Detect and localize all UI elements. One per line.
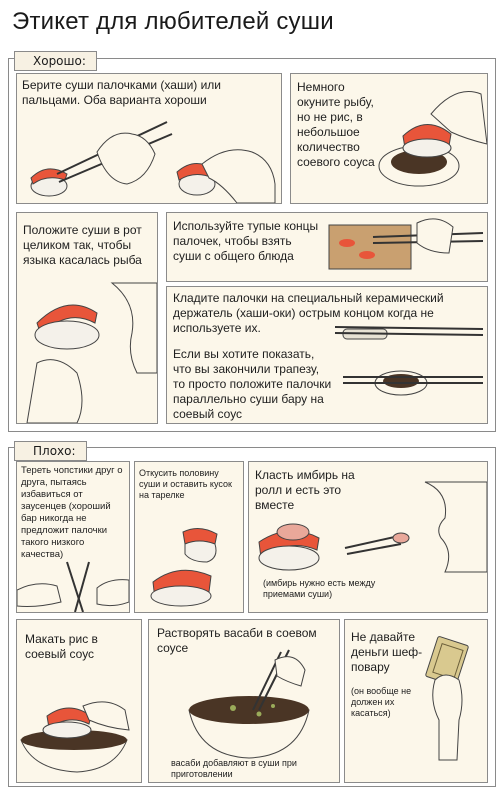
dipping-sauce-illustration [378, 91, 487, 187]
good-panel-whole-in-mouth: Положите суши в рот целиком так, чтобы я… [16, 212, 158, 424]
panel-caption: Растворять васаби в соевом соусе [157, 626, 317, 655]
panel-note: (имбирь нужно есть между приемами суши) [263, 578, 376, 599]
hand-chopsticks-illustration [30, 121, 276, 203]
wasabi-bowl-illustration [188, 649, 310, 759]
chopstick-rest-illustration [334, 326, 484, 396]
good-panel-blunt-ends: Используйте тупые концы палочек, чтобы в… [166, 212, 488, 282]
mouth-eating-illustration [26, 282, 157, 423]
good-section [8, 58, 496, 432]
bad-section-label: Плохо: [14, 441, 87, 461]
panel-caption: Используйте тупые концы палочек, чтобы в… [173, 219, 319, 263]
page-title: Этикет для любителей суши [12, 8, 334, 35]
bad-panel-no-money-to-chef: Не давайте деньги шеф-повару (он вообще … [344, 619, 488, 783]
panel-caption: Берите суши палочками (хаши) или пальцам… [22, 78, 222, 107]
good-panel-dip-fish: Немного окуните рыбу, но не рис, в небол… [290, 73, 488, 204]
panel-caption: Не давайте деньги шеф-повару [351, 630, 423, 674]
panel-caption: Положите суши в рот целиком так, чтобы я… [23, 223, 142, 267]
good-panel-chopstick-rest: Кладите палочки на специальный керамичес… [166, 286, 488, 424]
half-eaten-sushi-illustration [150, 528, 218, 607]
ginger-roll-illustration [258, 481, 487, 573]
money-hand-illustration [425, 636, 469, 761]
panel-note: васаби добавляют в суши при приготовлени… [171, 758, 297, 779]
dipping-rice-illustration [20, 701, 130, 773]
panel-caption-finish: Если вы хотите показать, что вы закончил… [173, 347, 332, 421]
bad-panel-ginger-on-roll: Класть имбирь на ролл и есть это вместе … [248, 461, 488, 613]
bad-panel-wasabi-in-soy: Растворять васаби в соевом соусе васаби … [148, 619, 340, 783]
bad-panel-half-bite: Откусить половину суши и оставить кусок … [134, 461, 244, 613]
panel-note: (он вообще не должен их касаться) [351, 686, 412, 718]
panel-caption: Откусить половину суши и оставить кусок … [139, 468, 232, 500]
bad-section [8, 447, 496, 787]
rubbing-chopsticks-illustration [17, 561, 129, 612]
shared-plate-illustration [328, 218, 484, 270]
bad-panel-rubbing-chopsticks: Тереть чопстики друг о друга, пытаясь из… [16, 461, 130, 613]
panel-caption: Класть имбирь на ролл и есть это вместе [255, 468, 355, 512]
good-section-label: Хорошо: [14, 51, 97, 71]
panel-caption: Макать рис в соевый соус [25, 632, 98, 661]
bad-panel-dip-rice: Макать рис в соевый соус [16, 619, 142, 783]
panel-caption: Кладите палочки на специальный керамичес… [173, 291, 444, 335]
panel-caption: Тереть чопстики друг о друга, пытаясь из… [21, 465, 123, 560]
good-panel-chopsticks-or-fingers: Берите суши палочками (хаши) или пальцам… [16, 73, 282, 204]
panel-caption: Немного окуните рыбу, но не рис, в небол… [297, 80, 375, 169]
